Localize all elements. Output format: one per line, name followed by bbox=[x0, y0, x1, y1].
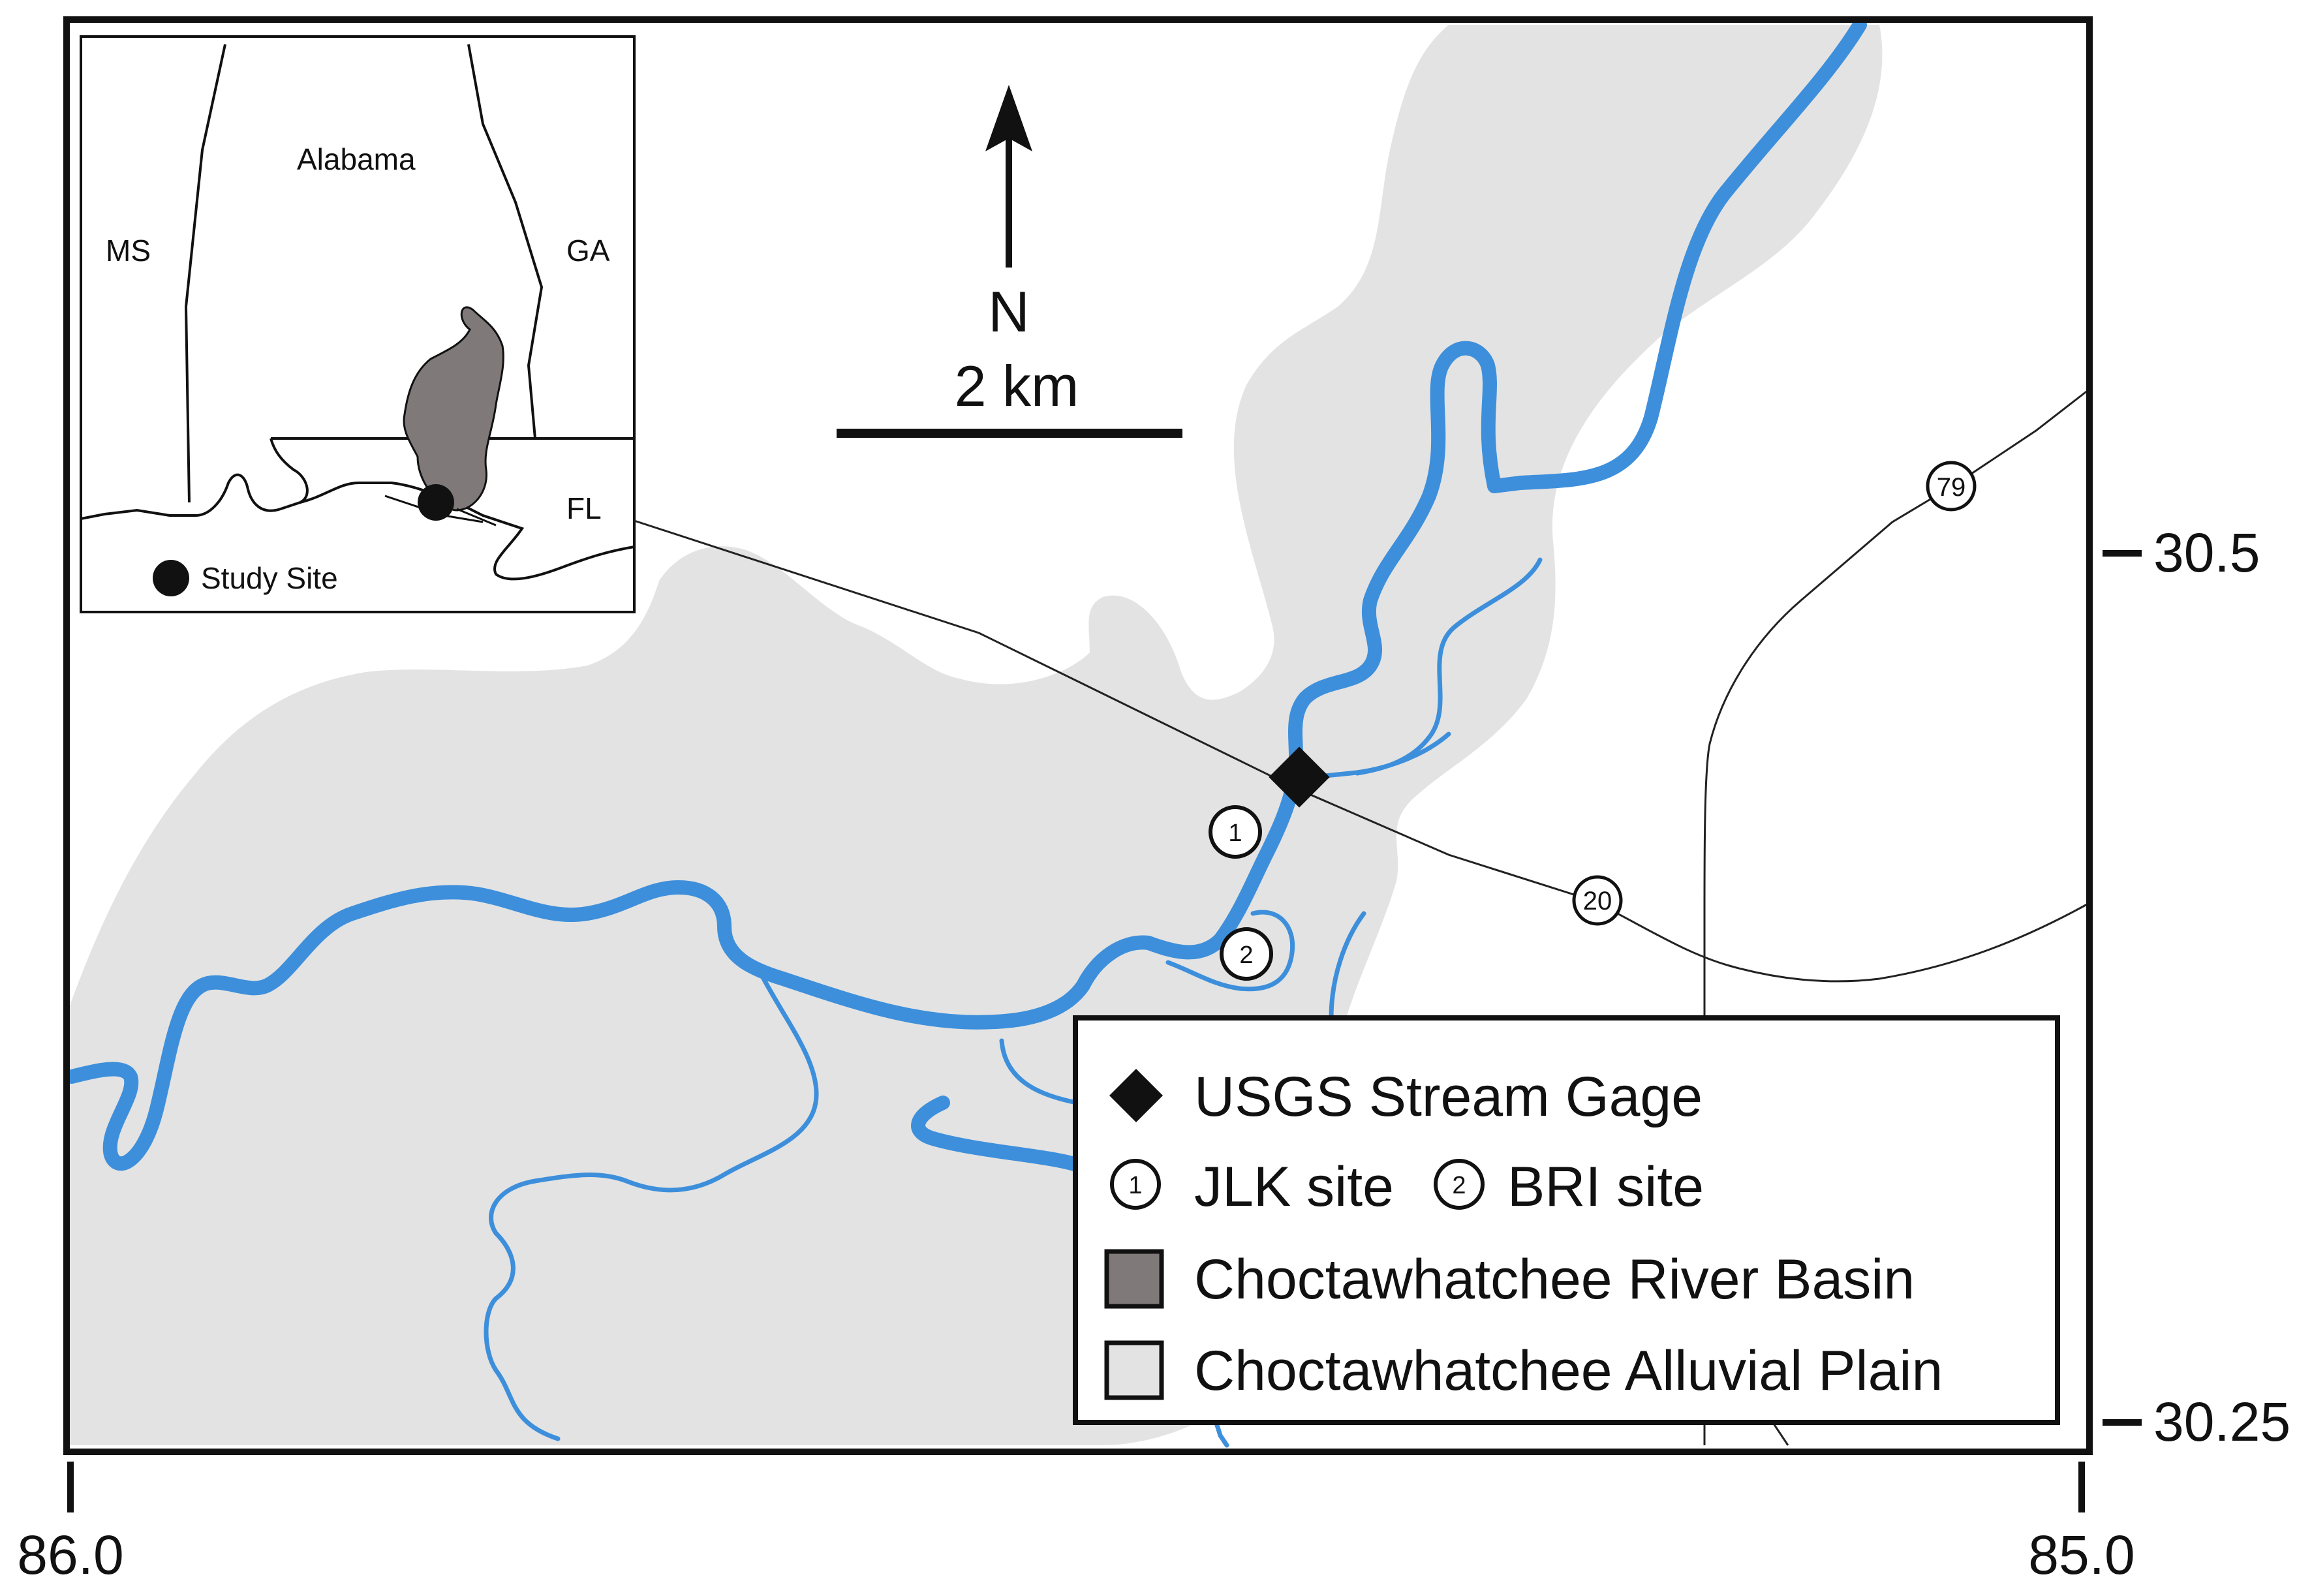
legend: USGS Stream Gage 1 JLK site 2 BRI site C… bbox=[1073, 1015, 2060, 1425]
highway-20-road bbox=[634, 519, 2089, 983]
legend-gage-symbol bbox=[1109, 1068, 1164, 1123]
study-site-label: Study Site bbox=[201, 561, 338, 595]
latitude-ticks: 30.5 30.25 bbox=[2103, 522, 2290, 1452]
usgs-stream-gage-marker bbox=[1269, 746, 1330, 808]
highway-20-shield: 20 bbox=[1572, 875, 1623, 926]
river-side-channel bbox=[911, 1096, 1084, 1172]
legend-bri-number: 2 bbox=[1452, 1172, 1466, 1199]
choctawhatchee-river bbox=[65, 18, 1867, 1171]
highway-79-road bbox=[1703, 389, 2089, 1445]
map-frame bbox=[63, 16, 2093, 1455]
tributary-south-2 bbox=[999, 1038, 1079, 1105]
lat-label-30-25: 30.25 bbox=[2153, 1391, 2290, 1452]
legend-basin-swatch bbox=[1104, 1249, 1164, 1309]
legend-jlk-symbol bbox=[1110, 1159, 1161, 1210]
longitude-ticks: 86.0 85.0 bbox=[17, 1462, 2135, 1586]
legend-bri-label: BRI site bbox=[1507, 1156, 1704, 1218]
site-1-marker: 1 bbox=[1209, 805, 1262, 859]
north-label: N bbox=[988, 279, 1030, 344]
alabama-boundary bbox=[184, 44, 634, 503]
alabama-label: Alabama bbox=[297, 142, 416, 176]
legend-jlk-label: JLK site bbox=[1194, 1156, 1394, 1218]
lat-label-30-5: 30.5 bbox=[2153, 522, 2260, 583]
highway-79-shield: 79 bbox=[1926, 461, 1977, 512]
fl-label: FL bbox=[566, 491, 602, 525]
site-2-number: 2 bbox=[1239, 942, 1253, 969]
legend-bri-symbol bbox=[1434, 1159, 1485, 1210]
north-arrow: N bbox=[985, 85, 1032, 344]
study-site-legend-dot bbox=[153, 560, 189, 596]
gulf-coastline bbox=[80, 438, 635, 581]
study-site-marker bbox=[418, 484, 454, 521]
river-basin-shape bbox=[403, 306, 504, 512]
lon-label-86: 86.0 bbox=[17, 1524, 124, 1586]
site-2-marker: 2 bbox=[1220, 927, 1273, 981]
alluvial-plain-area bbox=[67, 25, 1883, 1445]
scale-label: 2 km bbox=[955, 354, 1079, 418]
ms-label: MS bbox=[106, 234, 151, 268]
legend-plain-swatch bbox=[1104, 1340, 1164, 1400]
legend-plain-label: Choctawhatchee Alluvial Plain bbox=[1194, 1340, 1943, 1402]
site-1-number: 1 bbox=[1228, 820, 1242, 847]
north-arrow-head bbox=[985, 85, 1032, 151]
tributary-south-4 bbox=[1165, 910, 1295, 992]
tributary-south-3 bbox=[1329, 911, 1366, 1021]
lon-label-85: 85.0 bbox=[2028, 1524, 2135, 1586]
highway-20-number: 20 bbox=[1583, 887, 1612, 915]
legend-box bbox=[1073, 1015, 2060, 1425]
legend-gage-label: USGS Stream Gage bbox=[1194, 1066, 1703, 1128]
legend-jlk-number: 1 bbox=[1128, 1172, 1142, 1199]
ga-label: GA bbox=[566, 234, 610, 268]
scale-bar: 2 km bbox=[837, 354, 1182, 438]
tributary-east-branch bbox=[1316, 731, 1451, 779]
highway-79-number: 79 bbox=[1937, 473, 1966, 502]
inset-frame bbox=[80, 35, 636, 613]
inset-locator-map: Alabama MS GA FL Study Site bbox=[80, 35, 636, 613]
tributary-south-1 bbox=[484, 970, 819, 1441]
tributary-streams bbox=[484, 557, 1543, 1448]
legend-basin-label: Choctawhatchee River Basin bbox=[1194, 1248, 1915, 1311]
